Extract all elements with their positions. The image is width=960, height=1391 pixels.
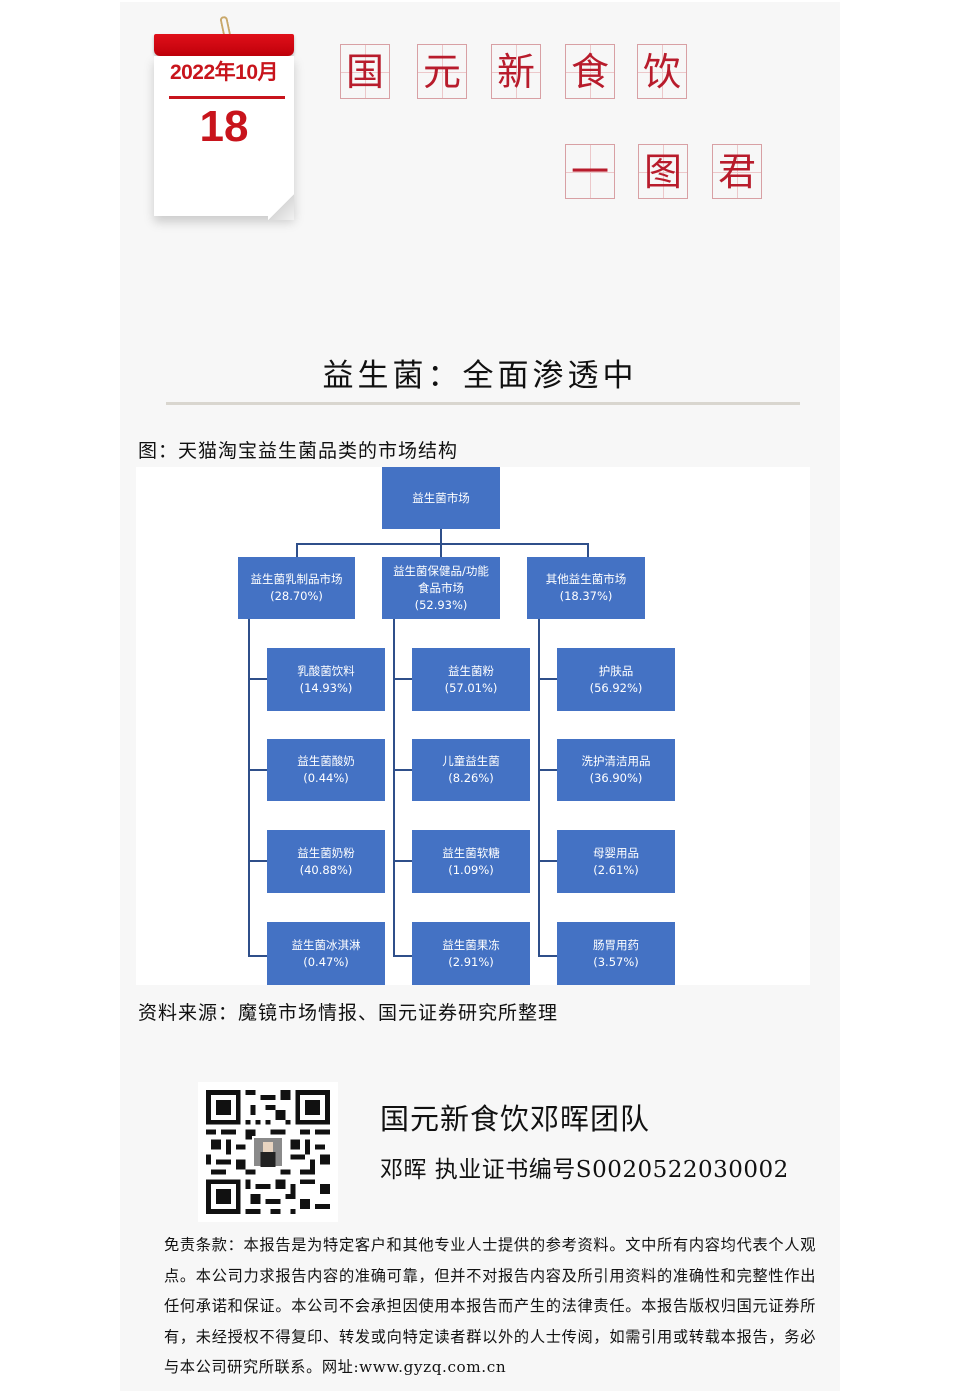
connector <box>393 619 395 957</box>
node-leaf: 益生菌果冻 (2.91%) <box>412 922 530 985</box>
node-leaf: 护肤品 (56.92%) <box>557 648 675 711</box>
calendar-sheet <box>154 56 294 216</box>
brand-char: 新 <box>491 44 541 99</box>
connector <box>296 543 298 557</box>
connector <box>538 619 540 957</box>
certificate-number: 邓晖 执业证书编号S0020522030002 <box>380 1157 789 1183</box>
calendar-divider <box>169 96 285 99</box>
node-category-dairy: 益生菌乳制品市场 (28.70%) <box>238 557 355 619</box>
node-leaf: 儿童益生菌 (8.26%) <box>412 739 530 801</box>
node-leaf: 益生菌奶粉 (40.88%) <box>267 830 385 893</box>
node-leaf: 乳酸菌饮料 (14.93%) <box>267 648 385 711</box>
node-leaf: 肠胃用药 (3.57%) <box>557 922 675 985</box>
connector <box>248 619 250 957</box>
brand-char: 元 <box>417 44 467 99</box>
calendar-year-month: 2022年10月 <box>169 61 279 84</box>
page-curl <box>268 194 294 220</box>
node-category-supplements: 益生菌保健品/功能 食品市场 (52.93%) <box>382 557 500 619</box>
brand-char: 君 <box>712 144 762 199</box>
connector <box>440 529 442 544</box>
connector <box>393 860 413 862</box>
headline: 益生菌：全面渗透中 <box>322 358 638 394</box>
connector <box>538 769 558 771</box>
disclaimer: 免责条款：本报告是为特定客户和其他专业人士提供的参考资料。文中所有内容均代表个人… <box>164 1236 816 1376</box>
node-root: 益生菌市场 <box>382 467 500 529</box>
connector <box>248 955 268 957</box>
node-leaf: 洗护清洁用品 (36.90%) <box>557 739 675 801</box>
connector <box>538 678 558 680</box>
connector <box>393 678 413 680</box>
connector <box>440 543 442 557</box>
connector <box>538 955 558 957</box>
figure-caption: 图：天猫淘宝益生菌品类的市场结构 <box>138 440 459 462</box>
connector <box>248 678 268 680</box>
node-leaf: 益生菌酸奶 (0.44%) <box>267 739 385 801</box>
brand-char: 饮 <box>637 44 687 99</box>
brand-char: 一 <box>565 144 615 199</box>
connector <box>248 860 268 862</box>
brand-char: 国 <box>340 44 390 99</box>
team-name: 国元新食饮邓晖团队 <box>380 1102 651 1136</box>
connector <box>538 860 558 862</box>
brand-char: 食 <box>565 44 615 99</box>
calendar-icon: 2022年10月 18 <box>154 15 294 220</box>
node-leaf: 益生菌冰淇淋 (0.47%) <box>267 922 385 985</box>
market-structure-diagram: 益生菌市场 益生菌乳制品市场 (28.70%) 益生菌保健品/功能 食品市场 (… <box>136 467 810 985</box>
connector <box>393 955 413 957</box>
data-source: 资料来源：魔镜市场情报、国元证券研究所整理 <box>138 1002 559 1024</box>
node-leaf: 母婴用品 (2.61%) <box>557 830 675 893</box>
node-leaf: 益生菌粉 (57.01%) <box>412 648 530 711</box>
qr-pattern <box>206 1090 330 1214</box>
calendar-day: 18 <box>199 102 249 151</box>
connector <box>248 769 268 771</box>
brand-char: 图 <box>638 144 688 199</box>
connector <box>296 543 588 545</box>
node-leaf: 益生菌软糖 (1.09%) <box>412 830 530 893</box>
divider <box>166 402 800 405</box>
calendar-header-bar <box>154 34 294 56</box>
node-category-other: 其他益生菌市场 (18.37%) <box>527 557 645 619</box>
connector <box>587 543 589 557</box>
connector <box>393 769 413 771</box>
qr-code-icon <box>198 1082 338 1222</box>
